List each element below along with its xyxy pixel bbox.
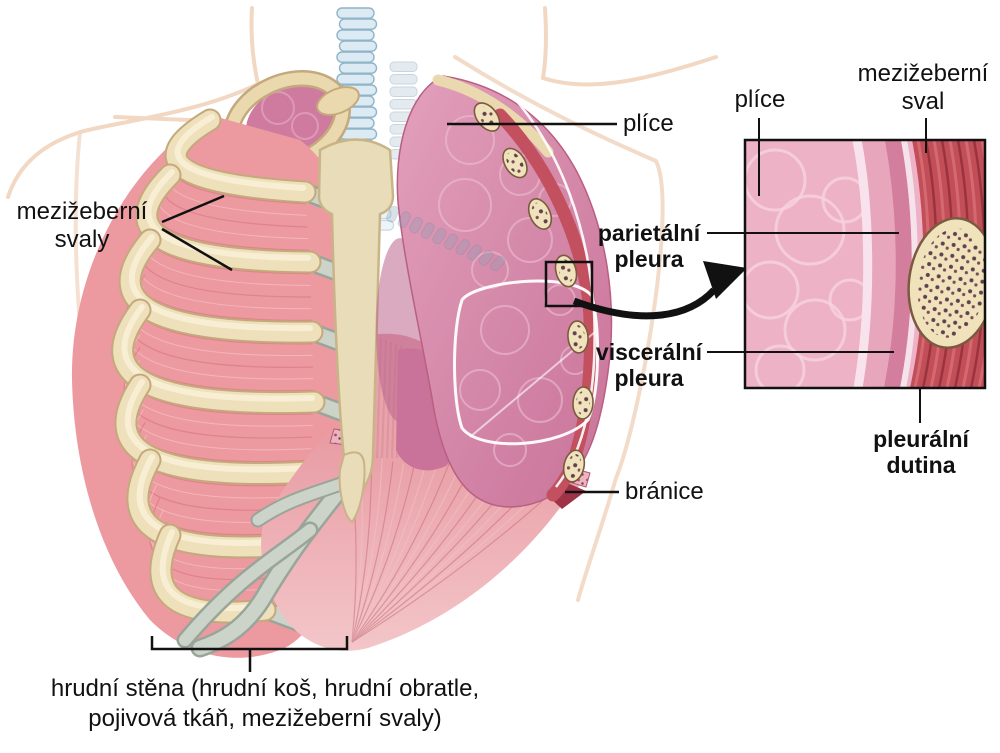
zoom-indicator-box xyxy=(544,260,594,308)
sternum xyxy=(317,138,395,524)
chest-wall-caption: hrudní stěna (hrudní koš, hrudní obratle… xyxy=(10,674,520,734)
pleura-inset xyxy=(707,118,987,423)
label-lung: plíce xyxy=(623,110,674,137)
label-intercostal-muscles: mezižeberní svaly xyxy=(16,198,148,253)
costal-arch xyxy=(176,458,366,658)
label-diaphragm: bránice xyxy=(625,478,704,505)
inset-label-visceral-pleura: viscerální pleura xyxy=(595,339,703,392)
inset-arrow xyxy=(572,261,747,320)
inset-label-pleural-cavity: pleurální dutina xyxy=(873,426,969,479)
right-lung xyxy=(386,74,613,508)
chest-wall-caption-line2: pojivová tkáň, mezižeberní svaly) xyxy=(88,705,442,732)
inset-label-parietal-pleura: parietální pleura xyxy=(597,220,701,273)
inset-label-intercostal-muscle: mezižeberní sval xyxy=(857,60,989,115)
pointer-lines xyxy=(150,122,619,672)
inset-label-lung: plíce xyxy=(734,86,786,113)
chest-wall-caption-line1: hrudní stěna (hrudní koš, hrudní obratle… xyxy=(50,675,480,702)
